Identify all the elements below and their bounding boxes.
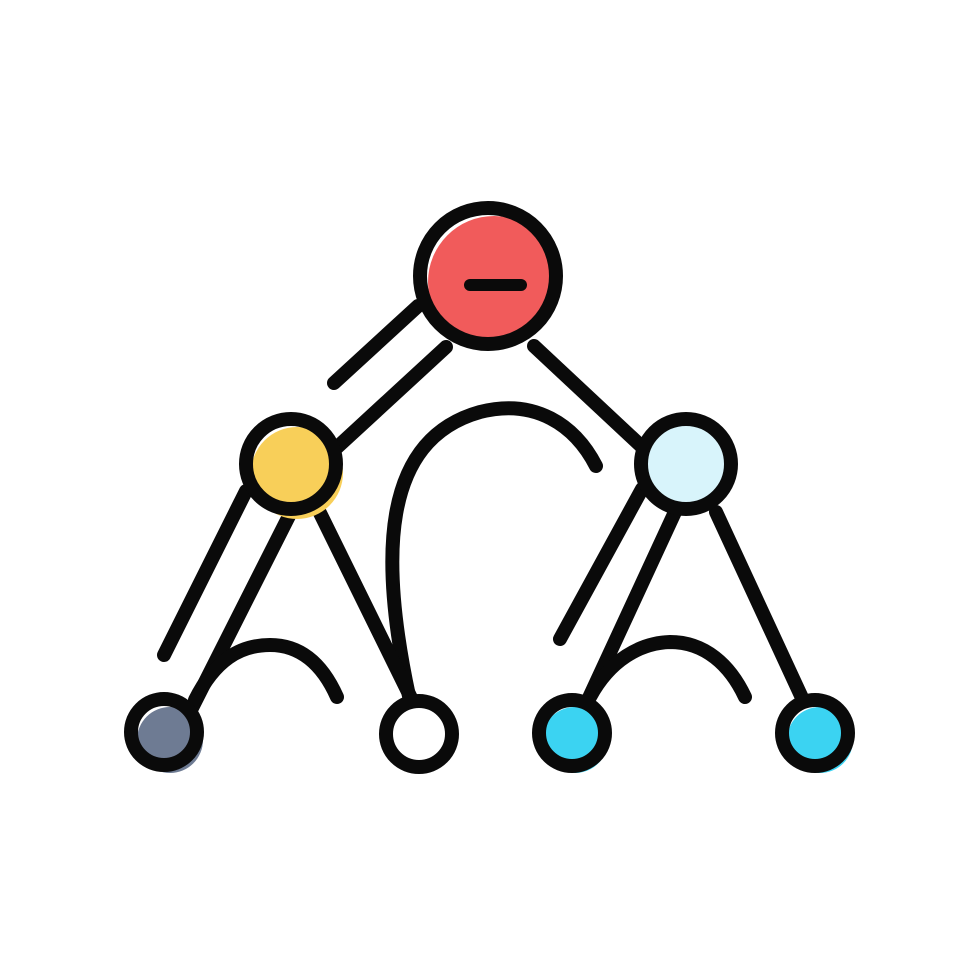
edge-root-left-outer [327,299,425,390]
edge-left-outer [157,484,253,662]
right-mid-node [634,412,738,516]
leaf-node-1 [124,692,204,773]
root-node [413,201,563,351]
edge-root-right [527,339,648,453]
edge-root-left-inner [325,340,453,459]
leaf-node-4 [775,693,855,773]
leaf-node-3 [532,693,612,773]
edge-right-to-leaf4 [709,505,810,707]
arc-left-leaves [188,638,344,707]
edge-left-to-leaf2 [313,506,419,707]
left-mid-node [239,412,343,519]
arc-center [385,401,603,703]
arc-right-leaves [583,635,752,704]
edge-right-outer [553,482,649,646]
leaf-node-2 [379,694,459,774]
connectors [157,299,810,715]
